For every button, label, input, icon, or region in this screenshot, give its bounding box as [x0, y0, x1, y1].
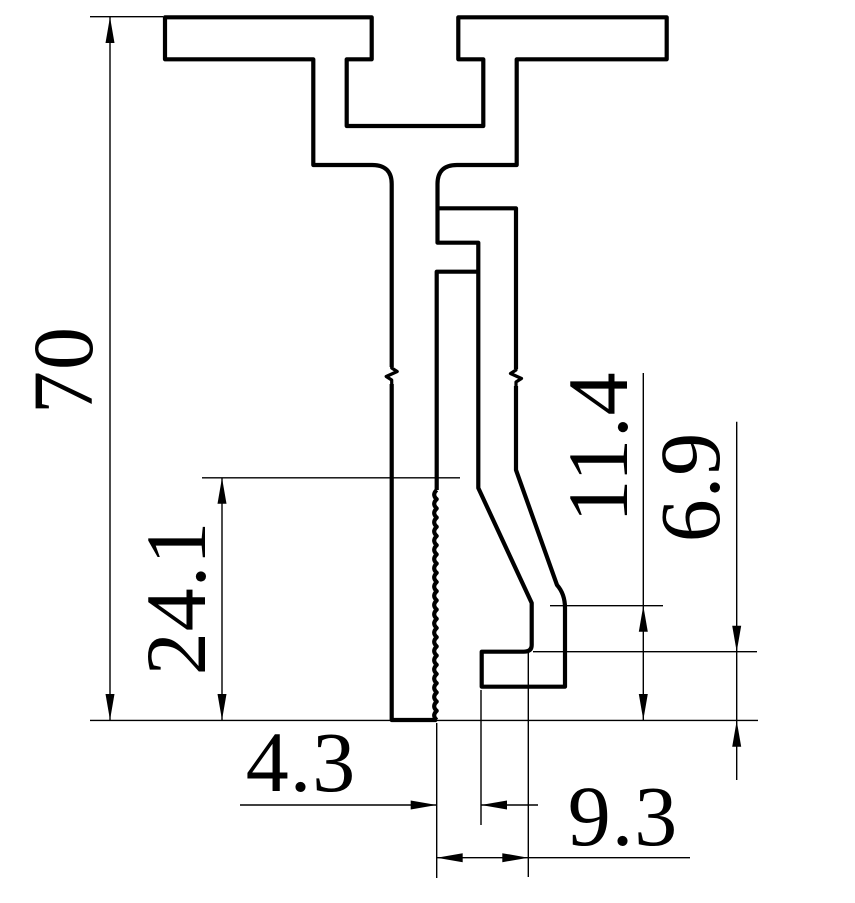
dimension-label-9-3: 9.3	[568, 768, 679, 864]
dimension-label-6-9: 6.9	[642, 432, 738, 543]
arrow-24-1-bottom-icon	[217, 694, 227, 720]
arrow-70-top-icon	[105, 17, 115, 43]
dimension-label-24-1: 24.1	[128, 521, 224, 676]
arrow-4-3-right-icon	[481, 800, 507, 810]
dimension-label-70: 70	[15, 326, 111, 414]
profile-outline	[162, 15, 669, 723]
arrow-11-4-bottom-icon	[638, 694, 648, 720]
arrow-4-3-left-icon	[410, 800, 437, 810]
break-mark-right-icon	[508, 367, 524, 386]
arrow-6-9-bottom-icon	[732, 720, 742, 747]
arrow-70-bottom-icon	[105, 694, 115, 720]
arrow-9-3-right-icon	[502, 853, 529, 863]
arrow-9-3-left-icon	[436, 853, 463, 863]
dimension-label-11-4: 11.4	[550, 371, 646, 522]
profile-inner-step	[434, 269, 479, 490]
break-mark-left-icon	[384, 365, 399, 384]
profile-serrated-edge	[432, 488, 439, 722]
arrow-24-1-top-icon	[217, 477, 227, 504]
dimension-label-4-3: 4.3	[246, 714, 357, 810]
arrow-11-4-top-icon	[638, 605, 648, 632]
arrow-6-9-top-icon	[732, 625, 742, 652]
